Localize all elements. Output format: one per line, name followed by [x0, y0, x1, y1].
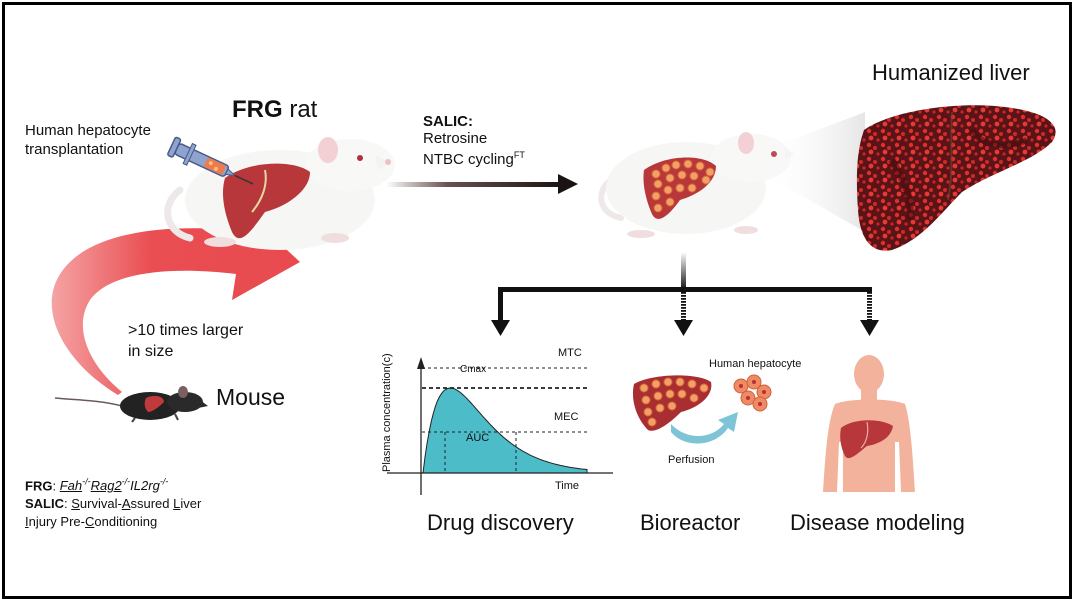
salic-c: C — [84, 514, 95, 530]
pk-xlabel: Time — [555, 480, 580, 492]
abbreviation-legend: FRG: Fah-/-Rag2-/-IL2rg-/- SALIC: Surviv… — [25, 473, 201, 531]
salic-sep: : — [64, 496, 72, 512]
application-label-drug-discovery: Drug discovery — [427, 510, 574, 535]
pk-curve-chart — [387, 357, 613, 495]
fah-gene: Fah — [59, 478, 83, 494]
salic-l-rest: iver — [180, 496, 202, 512]
humanized-rat-illustration — [598, 132, 794, 238]
zoom-cone — [760, 112, 865, 232]
frg-key: FRG — [25, 478, 53, 494]
humanized-liver-illustration — [856, 105, 1056, 251]
application-label-bioreactor: Bioreactor — [640, 510, 741, 535]
humanized-liver-title: Humanized liver — [872, 60, 1030, 85]
size-comparison-line2: in size — [128, 343, 174, 360]
injection-label-line1: Human hepatocyte — [25, 122, 151, 139]
pk-mec-label: MEC — [554, 411, 579, 423]
pk-mtc-label: MTC — [558, 347, 582, 359]
fah-sup: -/- — [82, 477, 91, 487]
salic-i-rest: njury Pre- — [28, 514, 85, 530]
frg-definition: FRG: Fah-/-Rag2-/-IL2rg-/- — [25, 473, 201, 495]
pk-cmax-label: Cmax — [460, 364, 487, 375]
frg-rat-title-bold: FRG — [232, 96, 283, 123]
arrow-drug-discovery — [491, 320, 510, 336]
perfusion-label: Perfusion — [668, 454, 715, 466]
human-body-illustration — [823, 355, 915, 492]
rat-liver-icon — [222, 163, 310, 239]
branch-arrows — [491, 252, 879, 336]
salic-i: I — [25, 514, 29, 530]
application-label-disease-modeling: Disease modeling — [790, 510, 965, 535]
syringe-icon — [167, 136, 254, 185]
salic-definition: SALIC: Survival-Assured Liver — [25, 495, 201, 513]
arrow-bioreactor — [674, 320, 693, 336]
salic-s-rest: urvival- — [79, 496, 122, 512]
bioreactor-cell-label: Human hepatocyte — [709, 358, 802, 370]
mouse-illustration — [54, 386, 208, 423]
pk-auc-area — [422, 387, 588, 474]
perfusion-arrow-icon — [671, 412, 738, 444]
salic-s: S — [71, 496, 80, 512]
rag2-gene: Rag2 — [90, 478, 122, 494]
arrow-disease-modeling — [860, 320, 879, 336]
mouse-liver-icon — [144, 395, 164, 412]
rag2-sup: -/- — [121, 477, 131, 487]
pk-ylabel: Plasma concentration(c) — [381, 353, 393, 472]
salic-definition-line2: Injury Pre-Conditioning — [25, 513, 201, 531]
injection-label: Human hepatocyte transplantation — [25, 121, 151, 159]
salic-step-title: SALIC: — [423, 113, 473, 130]
salic-step-text: SALIC: Retrosine NTBC cyclingFT — [423, 113, 525, 168]
il2rg-gene: IL2rg — [130, 478, 160, 494]
salic-a: A — [121, 496, 131, 512]
frg-sep: : — [52, 478, 60, 494]
y-axis-arrowhead — [417, 357, 425, 369]
pk-auc-label: AUC — [466, 432, 490, 444]
salic-step-ntbc: NTBC cycling — [423, 151, 514, 168]
salic-step-retrosine: Retrosine — [423, 130, 488, 147]
bioreactor-illustration — [632, 374, 772, 444]
salic-step-ntbc-sup: FT — [513, 150, 525, 160]
salic-key: SALIC — [25, 496, 64, 512]
process-arrow — [386, 174, 578, 194]
size-comparison-text: >10 times larger in size — [128, 320, 243, 362]
injection-label-line2: transplantation — [25, 141, 124, 158]
figure-frame — [2, 2, 1072, 599]
salic-l: L — [173, 496, 181, 512]
frg-rat-title: FRG rat — [232, 96, 317, 124]
frg-rat-title-rest: rat — [282, 96, 318, 123]
salic-c-rest: onditioning — [94, 514, 158, 530]
size-comparison-line1: >10 times larger — [128, 322, 244, 339]
il2rg-sup: -/- — [159, 477, 169, 487]
mouse-label: Mouse — [216, 384, 286, 410]
salic-a-rest: ssured — [130, 496, 174, 512]
